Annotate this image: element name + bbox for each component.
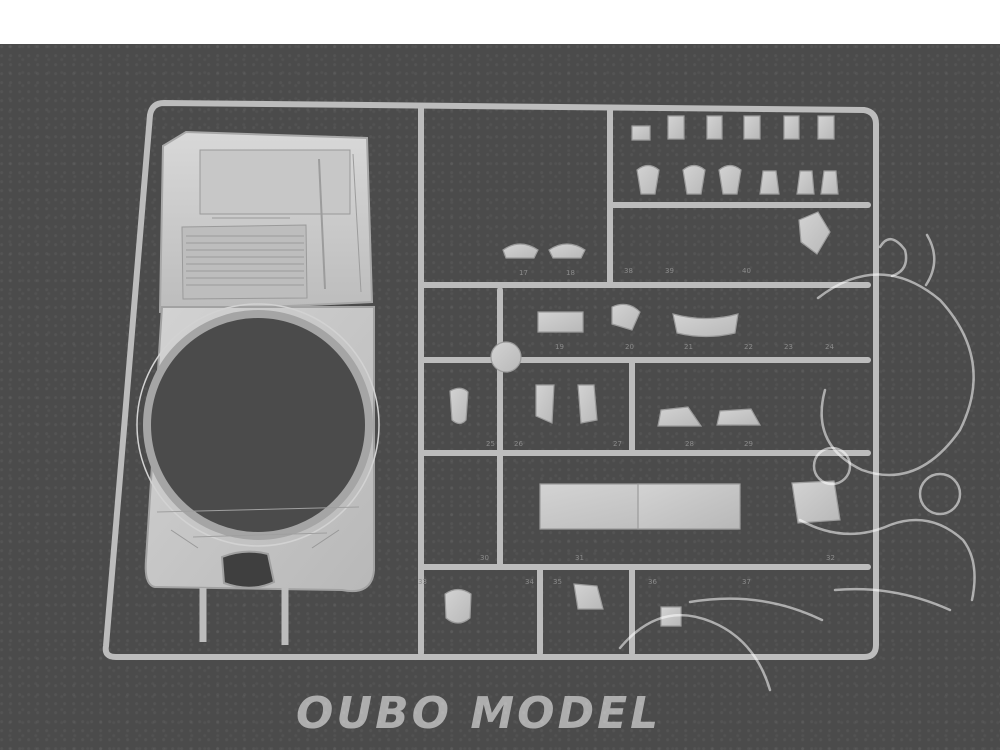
part-label: 19 [555, 343, 564, 351]
part-label: 28 [685, 440, 694, 448]
part-label: 23 [784, 343, 793, 351]
part-label: 22 [744, 343, 753, 351]
part-label: 24 [825, 343, 834, 351]
hull-deck-part [158, 130, 374, 314]
part-label: 31 [575, 554, 584, 562]
part-label: 32 [826, 554, 835, 562]
part-label: 21 [684, 343, 693, 351]
part-label: 40 [742, 267, 751, 275]
part-label: 18 [566, 269, 575, 277]
part-label: 37 [742, 578, 751, 586]
part-label: 30 [480, 554, 489, 562]
part-label: 25 [486, 440, 495, 448]
part-label: 33 [418, 578, 427, 586]
part-label: 36 [648, 578, 657, 586]
part-label: 20 [625, 343, 634, 351]
part-number-labels: 17 18 19 20 21 22 23 24 25 26 27 28 29 3… [418, 267, 835, 586]
part-label: 35 [553, 578, 562, 586]
part-label: 26 [514, 440, 523, 448]
engine-grille [186, 235, 304, 286]
part-label: 34 [525, 578, 534, 586]
part-label: 29 [744, 440, 753, 448]
part-label: 27 [613, 440, 622, 448]
watermark-mascot [618, 233, 976, 692]
watermark-text: OUBO MODEL [296, 688, 661, 739]
part-label: 38 [624, 267, 633, 275]
part-label: 17 [519, 269, 528, 277]
part-label: 39 [665, 267, 674, 275]
turret-ring-part [136, 303, 380, 645]
small-parts [444, 115, 841, 627]
